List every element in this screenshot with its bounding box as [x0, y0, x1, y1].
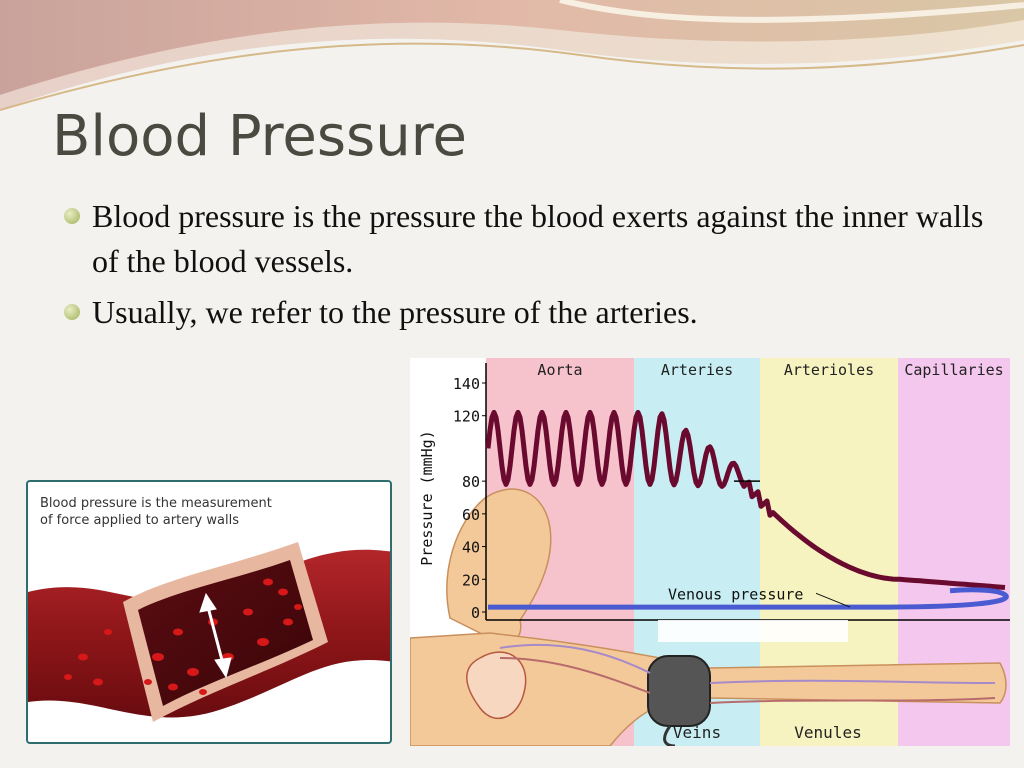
human-head-silhouette — [446, 488, 552, 644]
y-tick-label: 40 — [462, 539, 480, 557]
region-label-aorta: Aorta — [537, 361, 582, 379]
y-tick-label: 20 — [462, 571, 480, 589]
bottom-label-venules: Venules — [794, 723, 861, 742]
venous-pressure-label: Venous pressure — [668, 585, 803, 603]
y-tick-label: 120 — [453, 408, 480, 426]
y-axis-label: Pressure (mmHg) — [418, 430, 436, 565]
region-label-capillaries: Capillaries — [904, 361, 1003, 379]
header-wave-decoration — [0, 0, 1024, 111]
bullet-text-definition: Blood pressure is the pressure the blood… — [92, 198, 984, 279]
slide-title: Blood Pressure — [52, 104, 467, 169]
blood-pressure-chart-svg: Aorta Arteries Arterioles Capillaries 0 20 40 6… — [410, 358, 1010, 746]
bullet-dot-icon — [64, 304, 80, 320]
artery-cross-section-graphic — [28, 542, 390, 722]
heart-outline — [466, 651, 527, 719]
region-label-arterioles: Arterioles — [784, 361, 874, 379]
blood-pressure-chart: Aorta Arteries Arterioles Capillaries 0 20 40 6… — [410, 358, 1010, 746]
venous-pressure-pointer — [815, 592, 851, 608]
y-tick-label: 140 — [453, 375, 480, 393]
artery-line — [499, 657, 996, 704]
artery-illustration: Blood pressure is the measurement of for… — [26, 480, 392, 744]
region-label-arteries: Arteries — [661, 361, 733, 379]
bullet-text-arteries: Usually, we refer to the pressure of the… — [92, 294, 698, 330]
artery-caption-line-2: of force applied to artery walls — [40, 513, 239, 528]
y-tick-label: 80 — [462, 473, 480, 491]
bp-cuff-tube — [663, 725, 676, 746]
bp-cuff — [647, 655, 711, 727]
venous-pressure-curve — [488, 587, 1009, 610]
y-tick-label: 0 — [471, 604, 480, 622]
artery-caption-line-1: Blood pressure is the measurement — [40, 496, 272, 511]
arterial-pressure-curve — [485, 409, 1006, 590]
vein-line — [499, 643, 996, 684]
bullet-dot-icon — [64, 208, 80, 224]
label-strip — [658, 620, 848, 642]
y-tick-label: 60 — [462, 506, 480, 524]
bottom-label-veins: Veins — [673, 723, 721, 742]
